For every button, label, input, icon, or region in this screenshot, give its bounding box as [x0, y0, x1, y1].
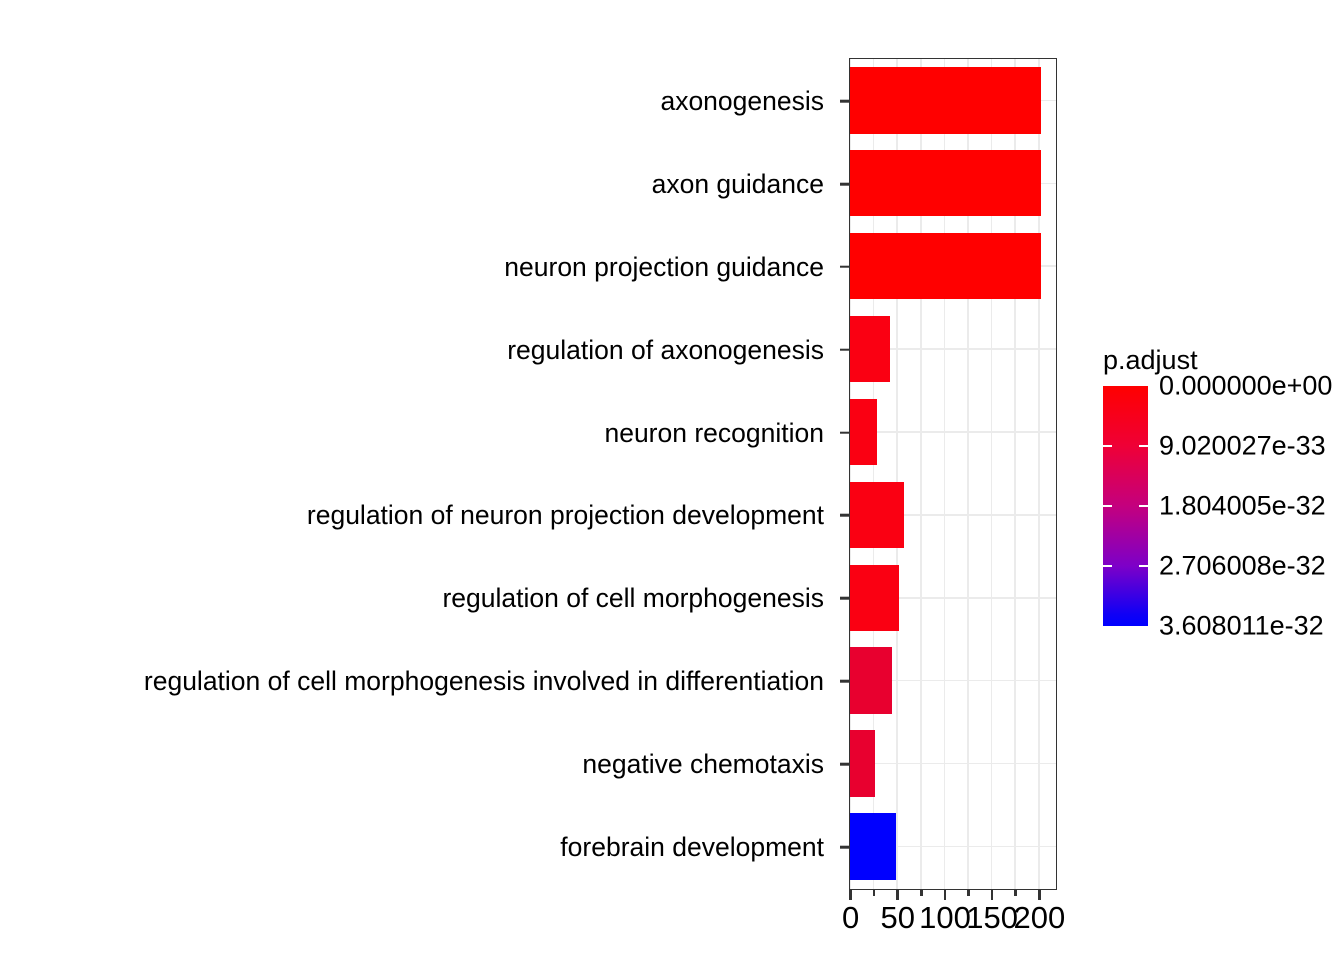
y-axis-label-8: negative chemotaxis: [582, 748, 824, 779]
x-axis-tick-4: [1038, 890, 1041, 900]
vertical-gridline-major-4: [1037, 59, 1040, 889]
vertical-gridline-minor-0: [872, 59, 875, 889]
bar-9[interactable]: [850, 813, 897, 880]
y-axis-label-0: axonogenesis: [660, 85, 824, 116]
bar-4[interactable]: [850, 398, 878, 466]
bar-8[interactable]: [850, 730, 876, 797]
vertical-gridline-major-0: [850, 59, 851, 889]
vertical-gridline-minor-3: [1014, 59, 1016, 889]
legend-tick-left-1: [1103, 444, 1112, 448]
y-axis-label-6: regulation of cell morphogenesis: [442, 583, 824, 614]
x-axis-tick-3: [990, 890, 994, 900]
legend-tick-right-1: [1139, 444, 1148, 448]
x-axis-tick-label-2: 100: [919, 900, 971, 935]
legend-tick-right-3: [1139, 564, 1148, 568]
y-axis-tick-9: [840, 845, 849, 849]
bar-0[interactable]: [850, 67, 1041, 134]
x-axis-tick-label-3: 150: [966, 900, 1019, 935]
y-axis-label-2: neuron projection guidance: [504, 251, 824, 282]
y-axis-label-5: regulation of neuron projection developm…: [306, 500, 824, 531]
vertical-gridline-minor-1: [919, 59, 922, 889]
legend-tick-left-3: [1103, 564, 1112, 568]
vertical-gridline-major-2: [943, 59, 946, 889]
legend-title: p.adjust: [1103, 345, 1198, 375]
y-axis-tick-8: [840, 762, 849, 766]
x-axis-tick-0: [849, 890, 852, 900]
x-axis-tick-label-1: 50: [880, 900, 916, 935]
legend-key-label-4: 3.608011e-32: [1159, 610, 1324, 641]
y-axis-tick-0: [840, 99, 849, 103]
x-axis-minor-tick-3: [1014, 890, 1018, 896]
y-axis-label-4: neuron recognition: [604, 417, 824, 448]
legend-tick-left-2: [1103, 504, 1112, 508]
vertical-gridline-minor-2: [967, 59, 969, 889]
x-axis-tick-label-0: 0: [841, 900, 860, 935]
bar-2[interactable]: [850, 233, 1041, 300]
y-axis-label-7: regulation of cell morphogenesis involve…: [143, 665, 824, 696]
legend-key-label-3: 2.706008e-32: [1159, 550, 1326, 581]
legend-key-label-1: 9.020027e-33: [1159, 430, 1326, 461]
bar-5[interactable]: [850, 481, 904, 548]
y-axis-tick-6: [840, 597, 849, 600]
legend-key-label-0: 0.000000e+00: [1159, 370, 1333, 401]
vertical-gridline-major-1: [896, 59, 898, 889]
legend-tick-right-2: [1139, 504, 1148, 508]
y-axis-tick-5: [840, 514, 849, 517]
vertical-gridline-major-3: [990, 59, 993, 889]
x-axis-tick-2: [943, 890, 947, 900]
x-axis-minor-tick-0: [872, 890, 876, 896]
horizontal-gridline-8: [850, 762, 1056, 765]
bar-6[interactable]: [850, 564, 900, 631]
horizontal-gridline-9: [850, 845, 1056, 848]
x-axis-minor-tick-2: [967, 890, 970, 896]
y-axis-label-9: forebrain development: [560, 831, 824, 862]
y-axis-tick-7: [840, 679, 849, 683]
y-axis-label-1: axon guidance: [651, 168, 824, 199]
horizontal-gridline-5: [850, 514, 1056, 516]
horizontal-gridline-7: [850, 679, 1056, 682]
bar-3[interactable]: [850, 315, 890, 383]
y-axis-tick-3: [840, 348, 849, 351]
y-axis-label-3: regulation of axonogenesis: [507, 334, 824, 365]
legend-key-label-2: 1.804005e-32: [1159, 490, 1326, 521]
y-axis-tick-4: [840, 431, 849, 434]
x-axis-minor-tick-1: [920, 890, 923, 896]
y-axis-tick-1: [840, 182, 849, 186]
horizontal-gridline-4: [850, 431, 1056, 433]
x-axis-tick-1: [896, 890, 900, 900]
bar-7[interactable]: [850, 647, 892, 714]
bar-1[interactable]: [850, 150, 1041, 217]
y-axis-tick-2: [840, 265, 849, 269]
x-axis-tick-label-4: 200: [1013, 900, 1066, 935]
y-axis-category-labels: axonogenesis axon guidance neuron projecti…: [0, 58, 849, 890]
horizontal-gridline-3: [850, 348, 1056, 350]
plot-panel: [849, 58, 1057, 890]
horizontal-gridline-6: [850, 596, 1056, 599]
